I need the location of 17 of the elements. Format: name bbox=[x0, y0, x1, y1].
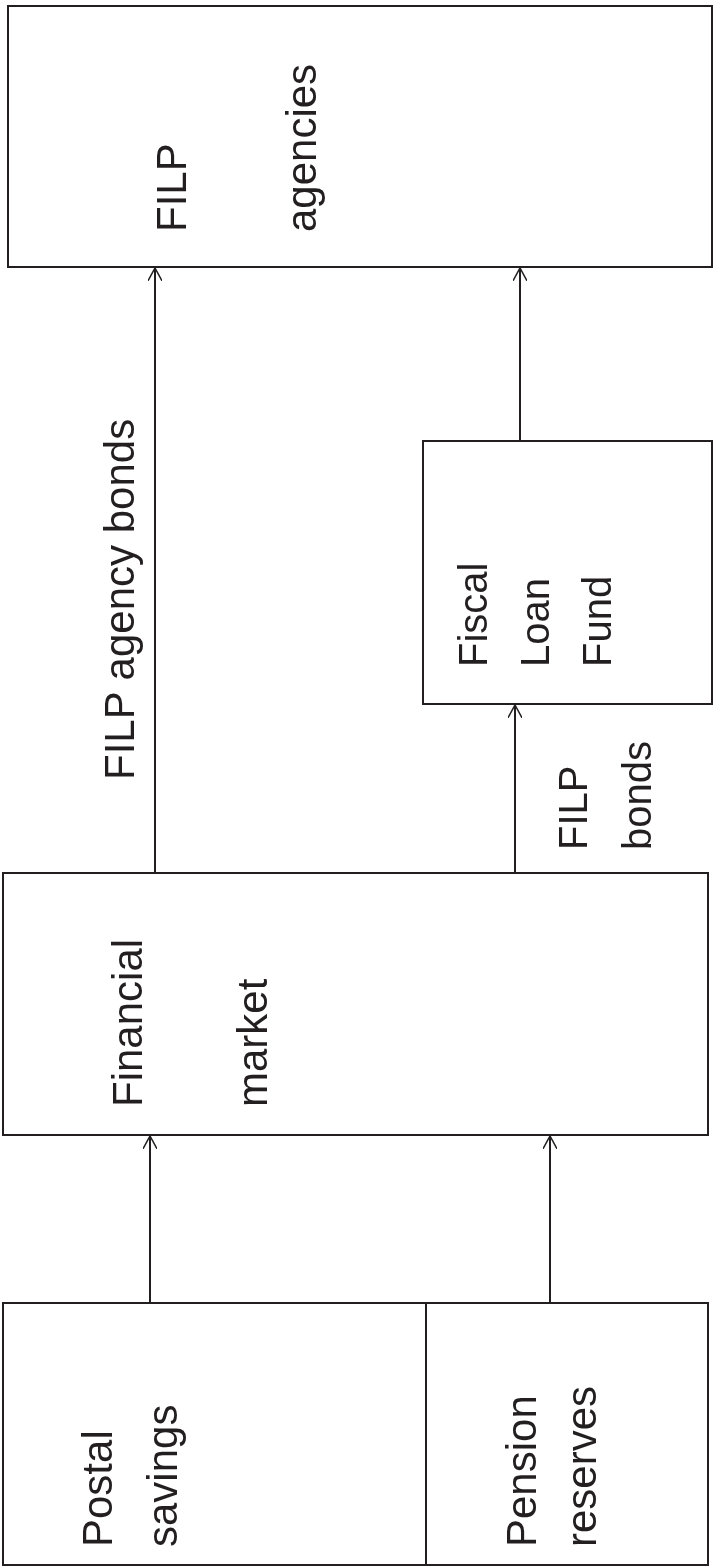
process-box bbox=[2, 872, 709, 1136]
box-label: Financial market bbox=[103, 937, 277, 1107]
edge-label: FILP agency bonds bbox=[95, 417, 144, 780]
arrow bbox=[507, 704, 523, 873]
process-box bbox=[422, 440, 713, 705]
box-label: FILP agencies bbox=[147, 62, 326, 232]
box-label: Fiscal Loan Fund bbox=[450, 561, 620, 667]
process-box bbox=[2, 1302, 427, 1566]
arrow bbox=[512, 267, 528, 441]
arrow bbox=[542, 1135, 558, 1303]
process-box bbox=[425, 1302, 709, 1566]
process-box bbox=[7, 5, 713, 268]
arrow bbox=[142, 1135, 158, 1303]
arrow bbox=[147, 267, 163, 873]
box-label: Pension reserves bbox=[497, 1384, 606, 1547]
edge-label: FILP bonds bbox=[550, 740, 660, 850]
box-label: Postal savings bbox=[73, 1403, 187, 1547]
